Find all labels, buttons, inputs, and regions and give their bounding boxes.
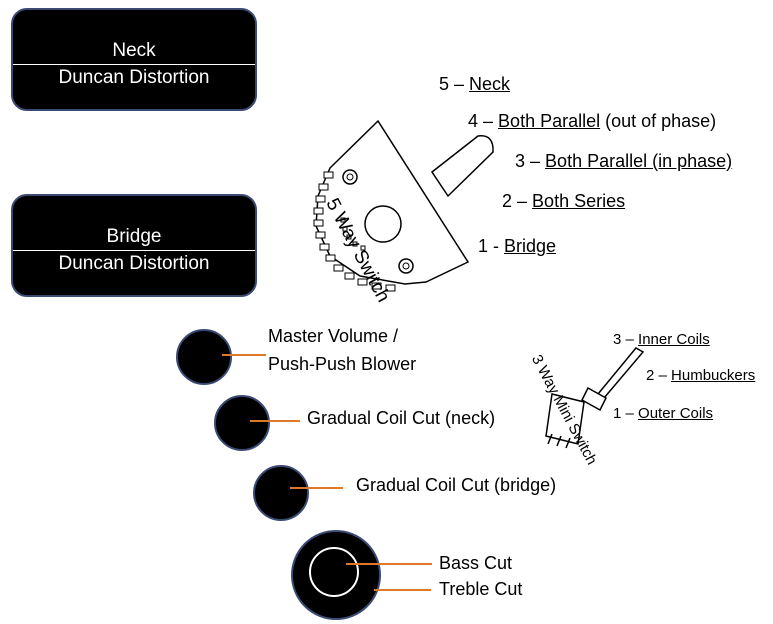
treble-cut-label: Treble Cut [439,579,523,599]
bridge-pickup-divider [13,250,255,251]
five-way-position-2: 2 – Both Series [502,191,626,211]
bridge-pickup-box: Bridge Duncan Distortion [11,194,257,297]
neck-pickup-model: Duncan Distortion [58,67,210,88]
master-volume-label-line2: Push-Push Blower [268,354,417,374]
mini-switch-position-2: 2 – Humbuckers [646,367,756,384]
master-volume-leader [222,354,266,356]
neck-pickup-box: Neck Duncan Distortion [11,8,257,111]
neck-pickup-title: Neck [112,40,156,61]
neck-pickup-divider [13,64,255,65]
master-volume-label-line1: Master Volume / [268,326,399,346]
coil-cut-bridge-label: Gradual Coil Cut (bridge) [356,475,557,495]
bridge-pickup-model: Duncan Distortion [58,253,210,274]
coil-cut-neck-leader [250,420,300,422]
master-volume-knob [176,329,232,385]
five-way-position-5: 5 – Neck [439,74,511,94]
bridge-pickup-title: Bridge [106,226,162,247]
mini-switch-position-3: 3 – Inner Coils [613,331,710,348]
five-way-position-3: 3 – Both Parallel (in phase) [515,151,733,171]
mini-switch-position-1: 1 – Outer Coils [613,405,714,422]
five-way-position-1: 1 - Bridge [478,236,557,256]
coil-cut-neck-label: Gradual Coil Cut (neck) [307,408,496,428]
coil-cut-bridge-leader [290,487,343,489]
bass-cut-leader [346,563,432,565]
stacked-tone-knob [291,530,381,620]
bass-cut-label: Bass Cut [439,553,513,573]
treble-cut-leader [374,589,431,591]
coil-cut-neck-knob [214,395,270,451]
coil-cut-bridge-knob [253,465,309,521]
five-way-position-4: 4 – Both Parallel (out of phase) [468,111,717,131]
